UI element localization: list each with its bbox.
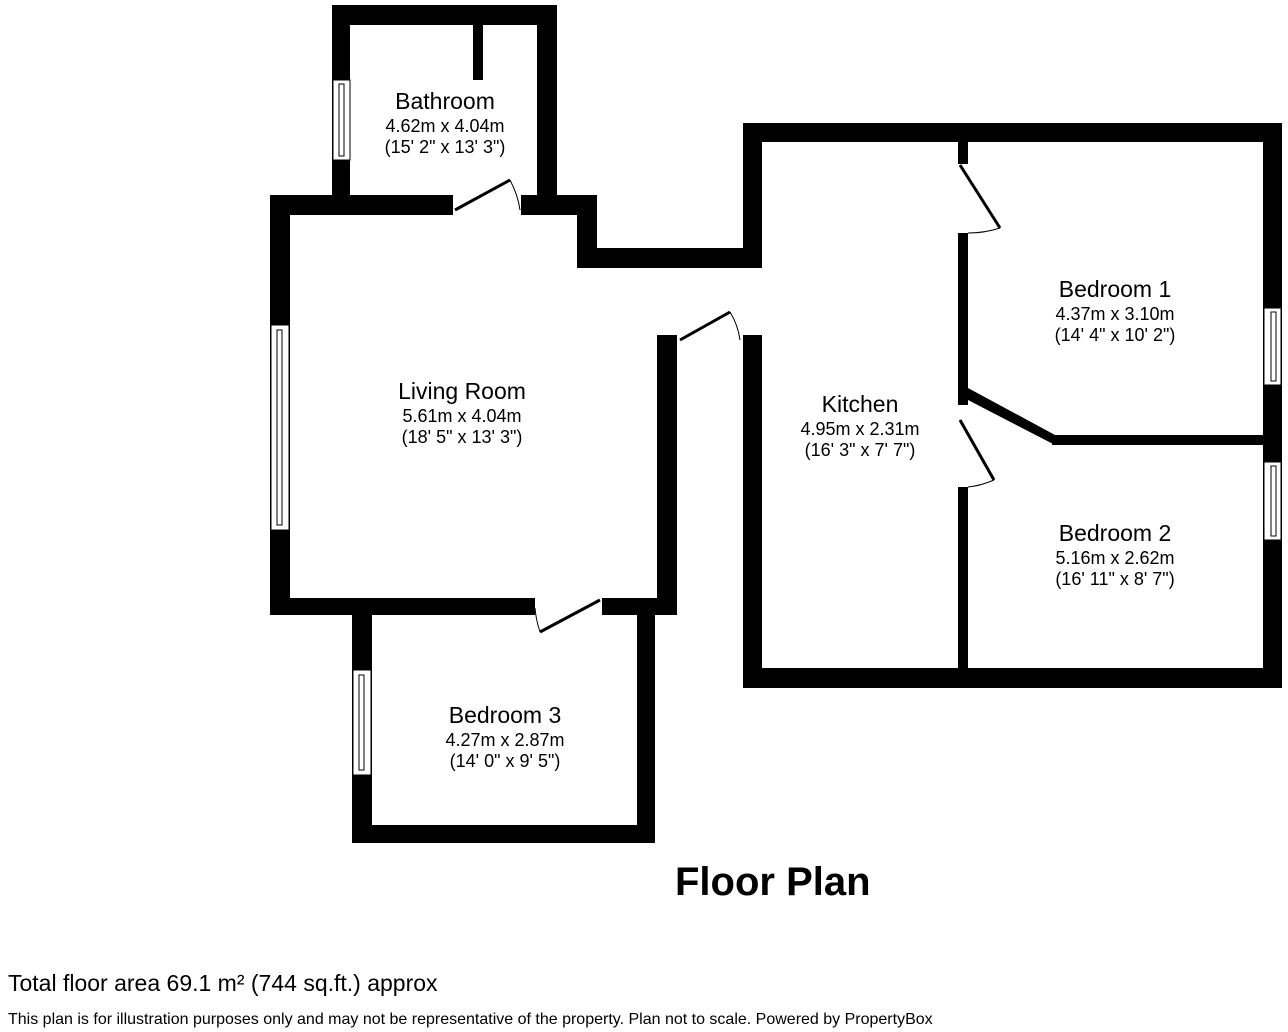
room-kitchen: Kitchen 4.95m x 2.31m (16' 3" x 7' 7") [800,391,920,461]
doors [454,164,1002,634]
windows [270,79,1282,776]
room-bedroom-1: Bedroom 1 4.37m x 3.10m (14' 4" x 10' 2"… [1054,276,1176,346]
room-bathroom: Bathroom 4.62m x 4.04m (15' 2" x 13' 3") [384,88,506,158]
room-bedroom-3: Bedroom 3 4.27m x 2.87m (14' 0" x 9' 5") [445,702,565,772]
total-floor-area: Total floor area 69.1 m² (744 sq.ft.) ap… [8,970,438,996]
disclaimer: This plan is for illustration purposes o… [8,1011,933,1028]
plan-title: Floor Plan [675,860,871,904]
room-bedroom-2: Bedroom 2 5.16m x 2.62m (16' 11" x 8' 7"… [1055,520,1175,590]
room-living-room: Living Room 5.61m x 4.04m (18' 5" x 13' … [398,378,526,448]
walls [270,5,1282,843]
